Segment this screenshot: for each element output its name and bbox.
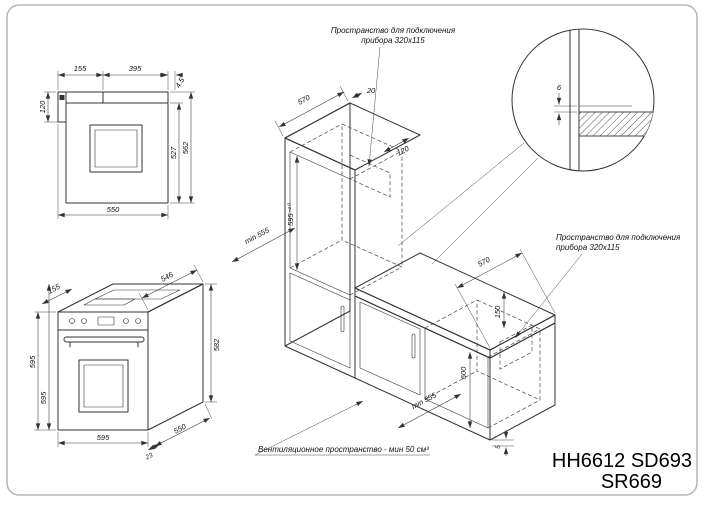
side-dim-155: 155 [74,64,87,73]
detail-leader-lines [397,142,539,265]
base-dim-600: 600 [459,366,468,379]
door-window [78,359,129,413]
side-dim-527: 527 [169,146,178,159]
oven-side-view: 155 395 4.5 120 527 562 550 [38,64,195,219]
iso-dim-155: 155 [46,282,62,296]
tall-dim-570: 570 [296,92,312,106]
oven-side-outline [57,91,169,204]
cabinet-dimension-lines [231,91,523,456]
side-extension-lines [44,71,195,219]
hidden-niche-lines [289,123,541,429]
oven-iso-view: 155 546 595 595 582 595 23 550 [28,264,221,462]
cabinet-installation-view: 570 20 595⁻¹⁰ 120 min 555 570 150 600 mi… [231,85,556,456]
connection-note-right-line2: прибора 320х115 [556,243,620,252]
display-window [97,316,115,326]
side-dim-550: 550 [107,205,120,214]
model-numbers-line2: SR669 [601,471,662,493]
detail-section [569,29,654,171]
iso-extension-lines [34,264,217,447]
connection-space-top-rect [349,154,391,198]
tall-dim-120: 120 [395,143,411,157]
iso-dimension-lines [35,269,214,451]
connection-note-top-line2: прибора 320х115 [361,36,425,45]
base-dim-5: 5 [495,445,502,449]
detail-dim-6: 6 [557,83,562,92]
connection-space-right-rect [499,324,533,370]
control-knob [69,318,75,324]
connection-note-right-line1: Пространство для подключения [556,233,681,242]
detail-circle [511,28,655,172]
base-dim-150: 150 [493,305,502,318]
page-border [6,4,698,496]
detail-circle-view: 6 [397,28,655,265]
title-block: HH6612 SD693 SR669 [552,450,692,493]
control-knob [135,318,141,324]
iso-dim-23: 23 [144,452,155,462]
side-dimension-lines [45,72,194,218]
iso-dim-595-bottom: 595 [97,433,110,442]
side-dim-4-5: 4.5 [173,75,186,89]
oven-iso-outline [57,283,204,431]
control-knob [123,318,129,324]
annotations: Пространство для подключения прибора 320… [254,26,681,456]
connection-note-top-line1: Пространство для подключения [331,26,456,35]
model-numbers-line1: HH6612 SD693 [552,450,692,472]
tall-dim-niche-height: 595⁻¹⁰ [286,203,295,226]
iso-dim-595-left-inner: 595 [39,391,48,404]
tall-door-handle [340,305,345,333]
iso-dim-595-left-outer: 595 [28,355,37,368]
iso-dim-582: 582 [212,338,221,351]
side-dim-562: 562 [181,141,190,154]
tall-dim-20: 20 [366,86,376,95]
worktop-section-hatch [578,111,654,137]
base-dim-min-555: min 555 [410,390,439,411]
control-knob [81,318,87,324]
iso-dim-546: 546 [159,270,175,284]
ventilation-note: Вентиляционное пространство - мин 50 см³ [258,445,429,454]
cabinet-outlines [284,102,556,441]
cabinet-extension-lines [274,85,556,447]
base-dim-570: 570 [476,254,492,268]
door-handle [63,336,145,343]
side-dim-120: 120 [38,100,47,113]
iso-dim-550: 550 [172,422,188,436]
side-dim-395: 395 [129,64,142,73]
base-door-handle [411,333,416,359]
